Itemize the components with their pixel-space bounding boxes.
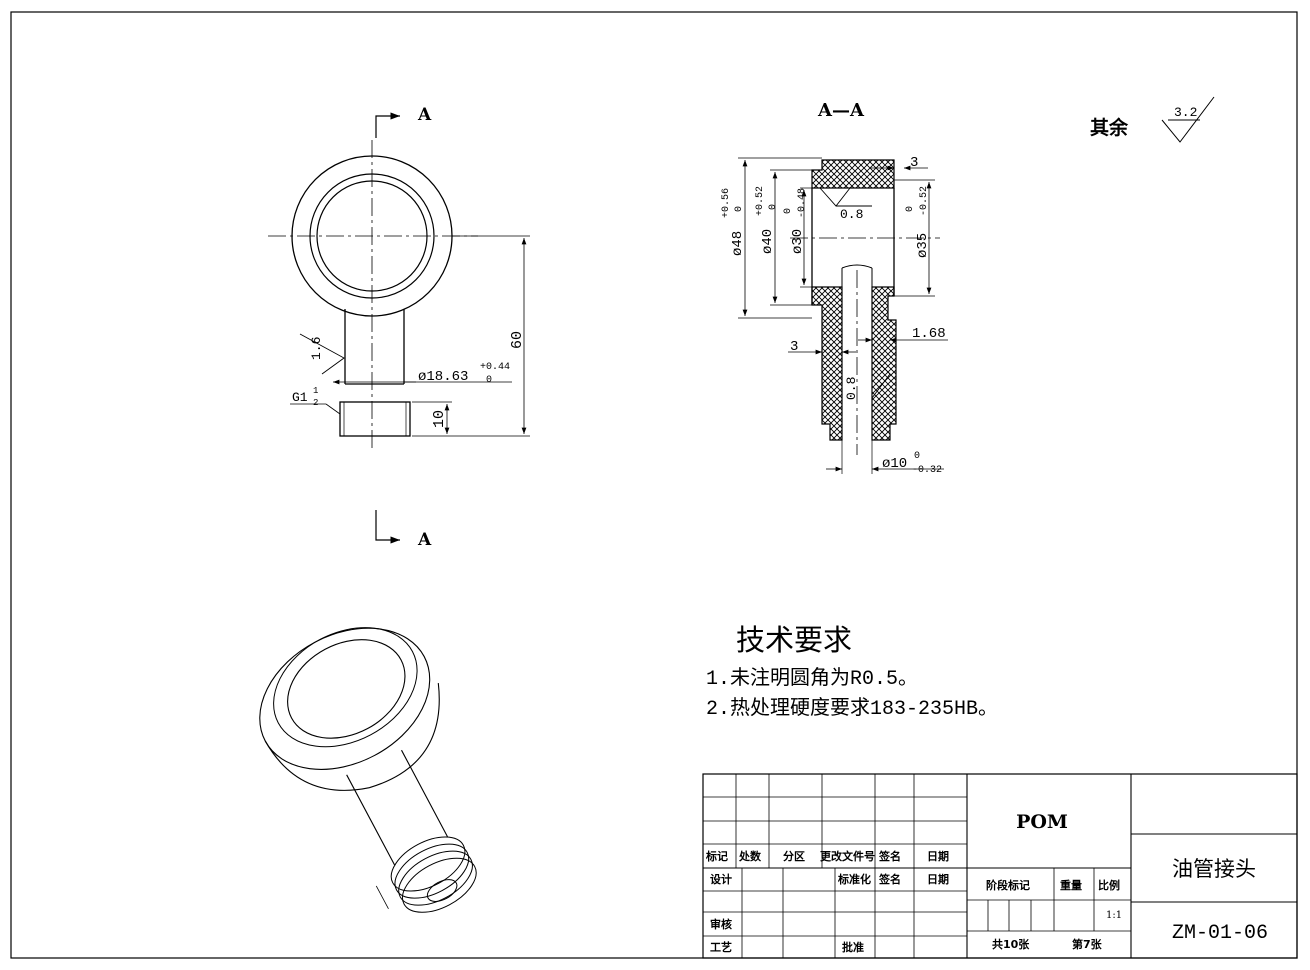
thread-spec-label: G1 [292, 390, 308, 405]
roughness-0-8-vertical-label: 0.8 [844, 377, 859, 400]
eye-inner [316, 180, 428, 292]
dim-d18-label: ø18.63 [418, 369, 468, 385]
dim-d18-lower: 0 [486, 375, 492, 386]
dim-d30-upper: 0 [783, 208, 794, 214]
roughness-symbol-0-8: 0.8 [819, 187, 872, 222]
isometric-view [259, 627, 477, 913]
dim-d48-label: ø48 [730, 231, 746, 256]
dim-d18-upper: +0.44 [480, 362, 510, 373]
title-block: 标记 处数 分区 更改文件号 签名 日期 设计 标准化 签名 日期 审核 工艺 … [702, 773, 1298, 959]
dim-d40-upper: +0.52 [755, 186, 766, 216]
dim-d48-lower: 0 [734, 206, 745, 212]
dim-d30-label: ø30 [790, 229, 806, 254]
thread-leader [325, 403, 341, 415]
tb-review: 审核 [710, 917, 732, 931]
tb-material: POM [1016, 811, 1068, 833]
dim-d30-lower: -0.48 [797, 188, 808, 218]
tb-header-sign: 签名 [878, 849, 901, 863]
dim-d35-upper: 0 [905, 206, 916, 212]
section-marker-label: A [417, 530, 432, 550]
section-marker-bottom: A [375, 510, 432, 550]
general-roughness: 其余 3.2 [1090, 96, 1215, 143]
tb-scale-label: 比例 [1098, 878, 1120, 892]
dim-10-label: 10 [431, 410, 448, 428]
tech-req-title: 技术要求 [736, 623, 852, 657]
tb-header-count: 处数 [738, 849, 762, 863]
thread-frac-den: 2 [313, 398, 318, 408]
dim-d40-label: ø40 [760, 229, 776, 254]
dim-1-68-label: 1.68 [912, 326, 946, 342]
roughness-rest-label: 其余 [1090, 116, 1129, 139]
eye-middle [309, 173, 435, 299]
tb-design: 设计 [710, 872, 732, 886]
dim-d40-lower: 0 [768, 204, 779, 210]
tb-process: 工艺 [710, 940, 732, 954]
sheet-border [10, 11, 1298, 959]
dim-d35-lower: -0.52 [919, 186, 930, 216]
dim-d10-label: ø10 [882, 456, 907, 472]
roughness-symbol-1-6: 1.6 [299, 333, 345, 375]
tb-part-name: 油管接头 [1172, 857, 1256, 881]
tb-sign: 签名 [878, 872, 901, 886]
dim-d10-upper: 0 [914, 451, 920, 462]
thread-body [339, 401, 411, 437]
hatch-right-wall [871, 286, 897, 441]
section-marker-top: A [375, 105, 432, 138]
tb-header-change: 更改文件号 [820, 849, 875, 863]
hatch-top-ring [811, 159, 895, 189]
tb-header-mark: 标记 [705, 849, 728, 863]
tb-date: 日期 [927, 872, 949, 886]
section-title: A—A [817, 100, 865, 121]
tech-req-item: 2.热处理硬度要求183-235HB。 [706, 696, 998, 721]
section-view: A—A ø48 +0.56 0 ø40 +0.52 0 ø30 0 -0.48 [721, 100, 948, 476]
tb-header-date: 日期 [927, 849, 949, 863]
hatch-left-wall [811, 286, 843, 441]
tb-scale: 1:1 [1106, 910, 1122, 921]
tb-sheet-no: 第7张 [1072, 937, 1103, 951]
roughness-1-6-label: 1.6 [309, 337, 324, 360]
section-marker-label: A [417, 105, 432, 125]
dim-d48-upper: +0.56 [721, 188, 732, 218]
roughness-0-8-label: 0.8 [840, 207, 863, 222]
dim-d10-lower: -0.32 [912, 465, 942, 476]
dim-d35-label: ø35 [915, 233, 931, 258]
bore-top-arc [841, 264, 873, 269]
front-view: A A 60 10 ø18.63 +0.44 0 [268, 105, 530, 550]
tb-standardize: 标准化 [837, 872, 871, 886]
roughness-check-icon [1161, 96, 1215, 143]
tb-approve: 批准 [842, 940, 864, 954]
thread-frac-num: 1 [313, 386, 318, 396]
dim-3-side-label: 3 [790, 339, 798, 355]
tech-requirements: 技术要求 1.未注明圆角为R0.5。 2.热处理硬度要求183-235HB。 [706, 623, 998, 721]
tb-weight: 重量 [1060, 878, 1082, 892]
tb-header-zone: 分区 [783, 849, 805, 863]
tb-drawing-no: ZM-01-06 [1172, 922, 1268, 945]
tb-total-sheets: 共10张 [992, 937, 1030, 951]
dim-3-top-label: 3 [910, 155, 918, 171]
dim-60-label: 60 [509, 331, 526, 349]
tech-req-item: 1.未注明圆角为R0.5。 [706, 666, 918, 691]
roughness-rest-value: 3.2 [1174, 105, 1197, 120]
roughness-symbol-0-8-vertical: 0.8 [844, 355, 891, 400]
tb-stage-mark: 阶段标记 [986, 878, 1030, 892]
